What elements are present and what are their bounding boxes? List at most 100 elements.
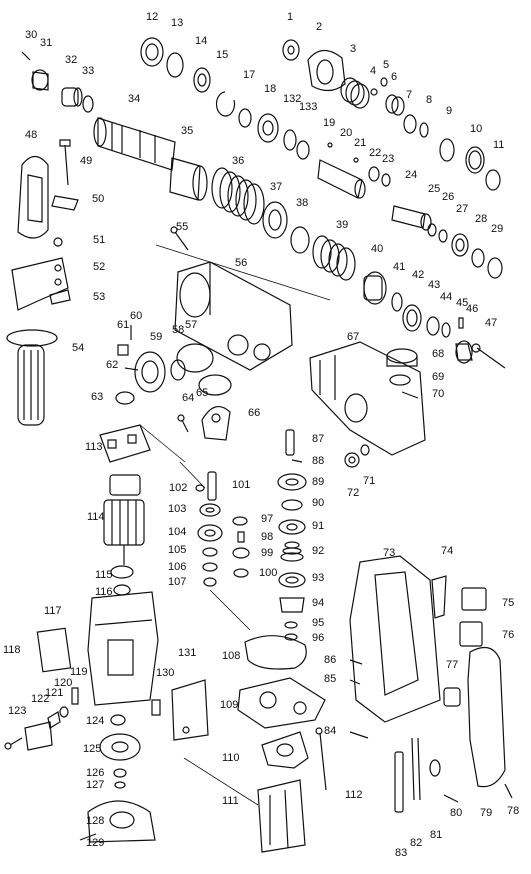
callout-86: 86 bbox=[324, 654, 337, 666]
gear-72 bbox=[345, 453, 359, 467]
callout-33: 33 bbox=[82, 65, 95, 77]
sleeve-40 bbox=[364, 272, 386, 304]
callout-92: 92 bbox=[312, 545, 325, 557]
clip-85 bbox=[350, 680, 360, 684]
spring-36 bbox=[212, 168, 264, 224]
ring-95 bbox=[285, 622, 297, 628]
nut-51 bbox=[54, 238, 62, 246]
callout-89: 89 bbox=[312, 476, 325, 488]
washer-126 bbox=[114, 769, 126, 777]
label-118 bbox=[37, 628, 70, 672]
callout-48: 48 bbox=[25, 129, 38, 141]
screw-80 bbox=[444, 795, 458, 802]
gear-104 bbox=[198, 525, 222, 541]
callout-88: 88 bbox=[312, 455, 325, 467]
callout-8: 8 bbox=[426, 94, 433, 106]
callout-130: 130 bbox=[156, 667, 175, 679]
callout-127: 127 bbox=[86, 779, 105, 791]
ring-133 bbox=[297, 141, 309, 159]
callout-73: 73 bbox=[383, 547, 396, 559]
callout-44: 44 bbox=[440, 291, 453, 303]
callout-125: 125 bbox=[83, 743, 102, 755]
callout-118: 118 bbox=[3, 644, 21, 656]
callout-59: 59 bbox=[150, 331, 163, 343]
callout-132: 132 bbox=[283, 93, 302, 105]
callout-104: 104 bbox=[168, 526, 187, 538]
handle-shell-73 bbox=[350, 556, 440, 722]
ring-14 bbox=[194, 68, 210, 92]
ring-12 bbox=[141, 38, 163, 66]
callout-13: 13 bbox=[171, 17, 184, 29]
callout-100: 100 bbox=[259, 567, 278, 579]
callout-131: 131 bbox=[178, 647, 197, 659]
screw-119 bbox=[72, 688, 78, 704]
ring-5 bbox=[381, 78, 387, 86]
pin-19 bbox=[328, 143, 332, 147]
washer-9 bbox=[440, 139, 454, 161]
gear-94 bbox=[280, 598, 304, 612]
callout-115: 115 bbox=[95, 569, 113, 581]
piston-24 bbox=[392, 206, 431, 230]
callout-42: 42 bbox=[412, 269, 425, 281]
callout-113: 113 bbox=[85, 441, 103, 453]
callout-71: 71 bbox=[363, 475, 376, 487]
bearing-103 bbox=[200, 504, 220, 516]
washer-38 bbox=[291, 227, 309, 253]
shaft-87 bbox=[286, 430, 294, 455]
washer-11 bbox=[486, 170, 500, 190]
handle-band-48 bbox=[18, 157, 48, 239]
callout-68: 68 bbox=[432, 348, 445, 360]
callout-87: 87 bbox=[312, 433, 325, 445]
callout-126: 126 bbox=[86, 767, 105, 779]
callout-81: 81 bbox=[430, 829, 443, 841]
callout-7: 7 bbox=[406, 89, 413, 101]
callout-58: 58 bbox=[172, 324, 185, 336]
callout-98: 98 bbox=[261, 531, 274, 543]
bracket-110 bbox=[262, 732, 308, 768]
spring-92 bbox=[281, 542, 303, 561]
ball-4 bbox=[371, 89, 377, 95]
bearing-89 bbox=[278, 474, 306, 490]
callout-4: 4 bbox=[370, 65, 377, 77]
callout-105: 105 bbox=[168, 544, 187, 556]
screw-129 bbox=[80, 834, 96, 840]
callout-123: 123 bbox=[8, 705, 27, 717]
callout-56: 56 bbox=[235, 257, 248, 269]
bushing-124 bbox=[111, 715, 125, 725]
callout-111: 111 bbox=[222, 795, 239, 807]
callout-6: 6 bbox=[391, 71, 398, 83]
ring-90 bbox=[282, 500, 302, 510]
callout-96: 96 bbox=[312, 632, 325, 644]
callout-36: 36 bbox=[232, 155, 245, 167]
bearing-18 bbox=[258, 114, 278, 142]
callout-19: 19 bbox=[323, 117, 336, 129]
switch-131 bbox=[172, 680, 208, 740]
ring-105 bbox=[203, 548, 217, 556]
pin-45 bbox=[459, 318, 463, 328]
callout-9: 9 bbox=[446, 105, 453, 117]
callout-120: 120 bbox=[54, 677, 73, 689]
plate-50 bbox=[52, 196, 78, 210]
callout-28: 28 bbox=[475, 213, 488, 225]
callout-31: 31 bbox=[40, 37, 53, 49]
callout-47: 47 bbox=[485, 317, 498, 329]
screw-78 bbox=[505, 784, 512, 798]
ring-100 bbox=[234, 569, 248, 577]
sleeve-83 bbox=[395, 752, 403, 812]
side-grip-54 bbox=[7, 330, 57, 425]
callout-83: 83 bbox=[395, 847, 408, 859]
ring-26 bbox=[439, 230, 447, 242]
callout-65: 65 bbox=[196, 387, 209, 399]
ring-107 bbox=[204, 578, 216, 586]
snap-ring-15 bbox=[217, 92, 235, 116]
ring-25 bbox=[428, 224, 436, 236]
striker-20 bbox=[318, 160, 365, 198]
switch-75 bbox=[462, 588, 486, 610]
cord-guard-81 bbox=[430, 760, 440, 776]
callout-94: 94 bbox=[312, 597, 325, 609]
tool-holder-34 bbox=[94, 118, 175, 170]
callout-108: 108 bbox=[222, 650, 241, 662]
wing-bolt-53 bbox=[50, 290, 70, 304]
callout-46: 46 bbox=[466, 303, 479, 315]
